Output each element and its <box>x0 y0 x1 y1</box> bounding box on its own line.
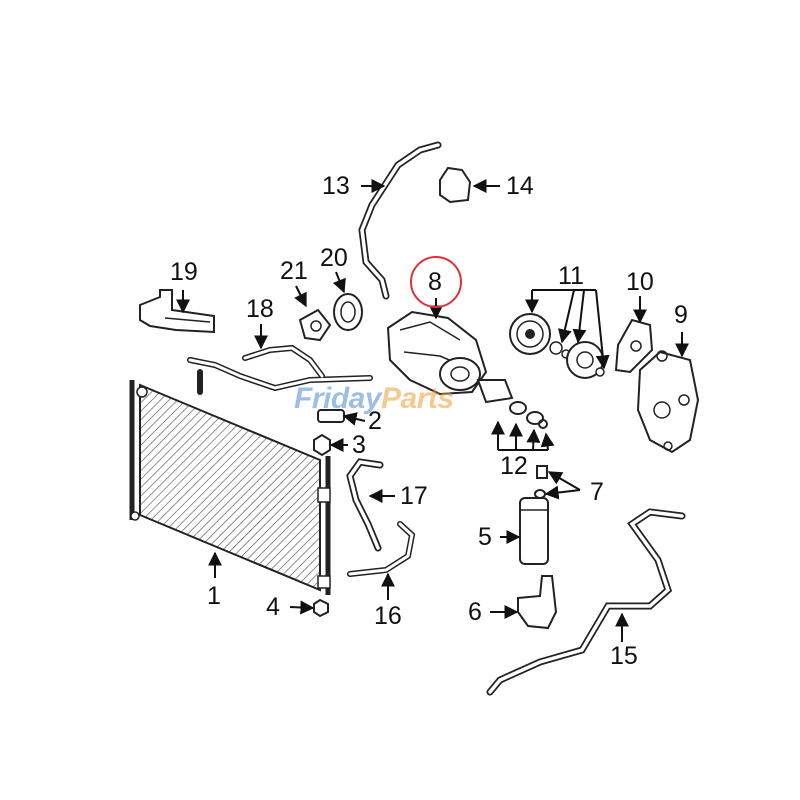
discharge-hose-17-part <box>346 458 384 552</box>
receiver-drier-5-part <box>519 497 549 565</box>
clip-14-part <box>439 166 472 204</box>
callout-11: 11 <box>558 262 584 290</box>
condenser-part <box>129 380 331 595</box>
callout-18: 18 <box>246 295 274 323</box>
callout-19: 19 <box>170 258 198 286</box>
callout-12: 12 <box>500 452 528 480</box>
grommet-21-part <box>298 308 332 342</box>
suction-hose-13-part <box>358 141 442 300</box>
bracket-6-part <box>517 575 558 630</box>
callout-1: 1 <box>207 582 221 610</box>
nut-4-part <box>313 598 329 618</box>
liquid-line-15-part <box>486 508 686 696</box>
callout-7: 7 <box>590 478 604 506</box>
callout-6: 6 <box>468 598 482 626</box>
callout-15: 15 <box>610 642 638 670</box>
callout-16: 16 <box>374 602 402 630</box>
highlight-circle <box>410 256 462 308</box>
o-rings-12-part <box>509 401 548 429</box>
grommet-20-part <box>333 293 363 331</box>
watermark-text-1: Friday <box>294 382 382 415</box>
callout-20: 20 <box>320 244 348 272</box>
callout-10: 10 <box>626 268 654 296</box>
callout-13: 13 <box>322 172 350 200</box>
watermark-text-2: Parts <box>381 382 454 415</box>
callout-17: 17 <box>400 482 428 510</box>
callout-21: 21 <box>280 257 308 285</box>
o-rings-7-part <box>534 465 548 499</box>
callout-4: 4 <box>266 593 280 621</box>
nut-3-part <box>313 433 331 457</box>
callout-14: 14 <box>506 172 534 200</box>
callout-3: 3 <box>352 431 366 459</box>
clutch-11-part <box>509 313 605 379</box>
bracket-10-part <box>614 318 654 374</box>
bracket-9-part <box>636 350 700 454</box>
pipe-16-part <box>347 521 416 577</box>
callout-9: 9 <box>674 301 688 329</box>
watermark-logo: FridayParts <box>294 382 454 416</box>
callout-2: 2 <box>368 407 382 435</box>
bracket-19-part <box>139 289 215 334</box>
callout-8: 8 <box>428 268 442 296</box>
leader-lines <box>176 179 689 642</box>
callout-5: 5 <box>478 523 492 551</box>
